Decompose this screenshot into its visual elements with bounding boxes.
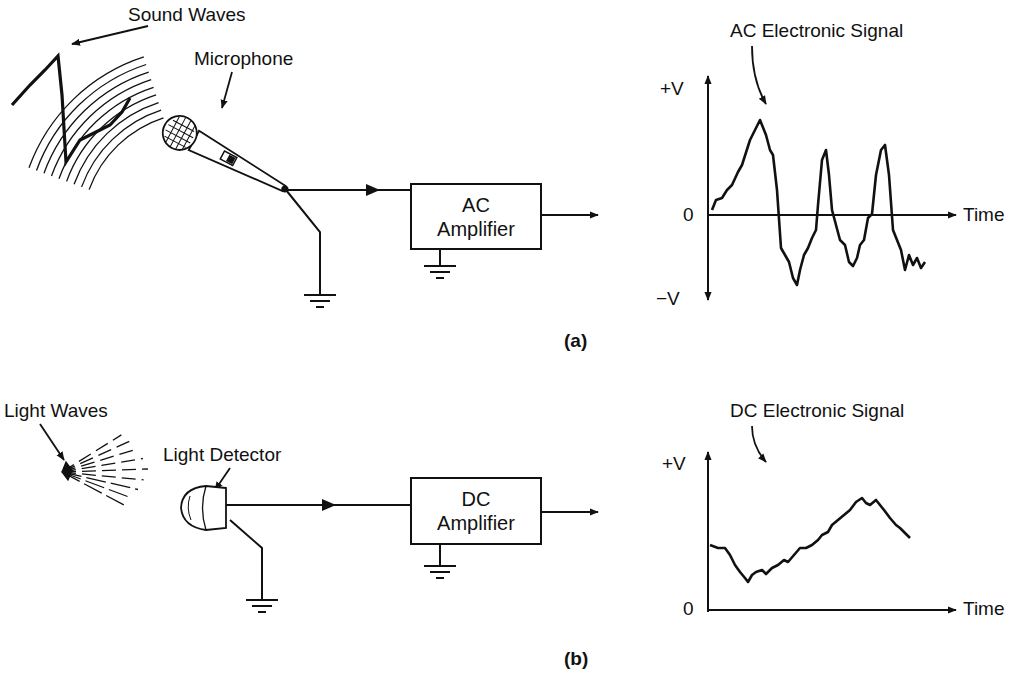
- light-detector-symbol: [203, 486, 207, 530]
- microphone-symbol: [157, 110, 203, 156]
- light-waves: [62, 472, 144, 480]
- light-detector-symbol: [188, 496, 191, 520]
- signal-arrowheads: [322, 499, 336, 511]
- signal-waveforms: [712, 120, 925, 285]
- wires: [286, 189, 410, 191]
- light-waves: [62, 472, 138, 490]
- sound-waves: [59, 87, 154, 178]
- microphone-symbol: [189, 131, 289, 198]
- ground-symbols: [246, 266, 456, 612]
- axis-label: 0: [683, 204, 694, 226]
- microphone-symbol: [220, 151, 237, 166]
- leader-arrows: [40, 424, 64, 460]
- wires: [226, 190, 598, 600]
- light-detector-symbol: [181, 486, 226, 530]
- microphone-symbol: [159, 112, 199, 154]
- signal-axes: [708, 609, 956, 611]
- axis-label: Time: [963, 204, 1005, 226]
- callout-label: Light Waves: [4, 400, 108, 422]
- ground-symbols: [424, 566, 456, 578]
- light-waves: [62, 459, 143, 473]
- wires: [542, 214, 598, 216]
- ground-symbols: [246, 600, 278, 612]
- wires: [230, 520, 262, 600]
- microphone-symbol: [157, 110, 296, 206]
- wires: [226, 504, 410, 506]
- light-waves: [62, 435, 121, 472]
- graph-title: AC Electronic Signal: [730, 20, 903, 42]
- light-waves: [62, 441, 129, 472]
- sound-waves: [37, 65, 147, 171]
- callout-label: Light Detector: [163, 444, 281, 466]
- signal-axes: [707, 452, 709, 612]
- light-detector-symbol: [181, 486, 226, 530]
- sound-wave-trace: [12, 56, 130, 162]
- axis-label: −V: [656, 288, 680, 310]
- sound-waves: [29, 57, 164, 190]
- leader-arrows: [222, 72, 232, 108]
- wires: [439, 250, 441, 266]
- signal-waveforms: [710, 498, 910, 582]
- signal-arrowheads: [366, 184, 380, 196]
- graph-title: DC Electronic Signal: [730, 400, 904, 422]
- signal-axes: [708, 76, 956, 612]
- light-waves: [62, 449, 137, 472]
- leader-arrows: [752, 46, 766, 104]
- axis-label: 0: [683, 598, 694, 620]
- ground-symbols: [304, 295, 336, 307]
- microphone-symbol: [226, 155, 235, 164]
- wires: [286, 190, 320, 295]
- leader-arrows: [40, 26, 766, 490]
- sound-wave-trace: [12, 56, 130, 162]
- ground-symbols: [424, 266, 456, 278]
- wires: [542, 511, 598, 513]
- signal-waveforms: [710, 120, 925, 582]
- leader-arrows: [752, 426, 766, 462]
- axis-label: +V: [660, 78, 684, 100]
- sound-waves: [67, 95, 157, 181]
- figure-tag: (b): [564, 648, 588, 670]
- callout-label: Sound Waves: [128, 4, 246, 26]
- amplifier-box: AC Amplifier: [410, 183, 542, 250]
- callout-label: Microphone: [194, 48, 293, 70]
- sound-waves: [29, 57, 144, 168]
- signal-arrowheads: [322, 184, 380, 511]
- figure-tag: (a): [564, 330, 587, 352]
- axis-label: Time: [963, 598, 1005, 620]
- amplifier-box: DC Amplifier: [410, 477, 542, 545]
- box-label: AC Amplifier: [437, 193, 515, 241]
- light-waves: [62, 462, 72, 480]
- box-label: DC Amplifier: [437, 487, 515, 535]
- signal-axes: [707, 76, 709, 300]
- leader-arrows: [72, 26, 148, 44]
- wires: [439, 545, 441, 566]
- axis-label: +V: [662, 453, 686, 475]
- light-waves: [62, 435, 148, 505]
